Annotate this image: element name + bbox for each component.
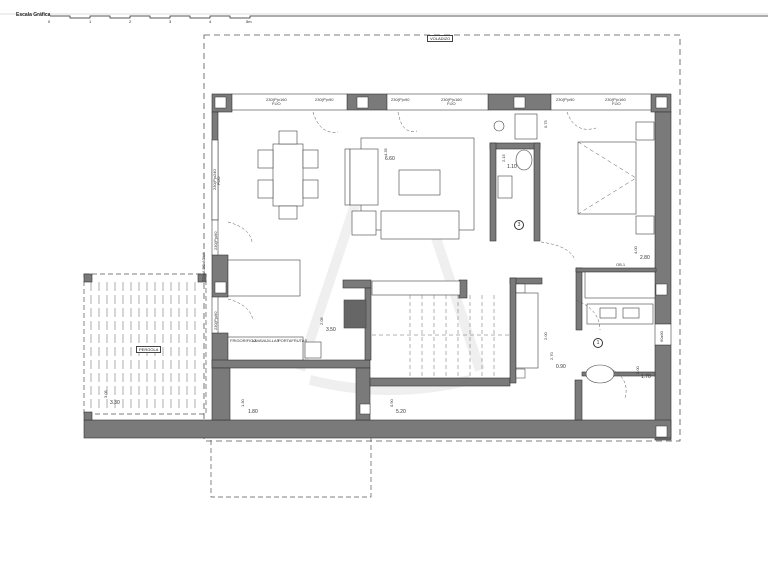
scale-tick: 4: [209, 19, 212, 24]
door-swings: [227, 111, 627, 399]
dimension-shelf: 0.75: [543, 120, 548, 128]
window-label: 230(P)x160: [266, 97, 287, 102]
dimension-pergola-width: 3.30: [110, 400, 120, 406]
cabinet-label: PORTAFRUTAS: [278, 338, 308, 343]
window-label: 230(P)x90: [213, 311, 218, 330]
cabinet-label: FRIGORIFICO: [230, 338, 257, 343]
scale-bar: [50, 15, 768, 19]
furniture: [227, 113, 656, 384]
entry-dashed: [210, 436, 372, 498]
window-label: 60x90: [659, 331, 664, 342]
dimension-living-height: 4.35: [383, 148, 388, 156]
pergola-label: PERGOLA: [136, 346, 162, 353]
dimension-kitchen-width: 3.50: [326, 327, 336, 333]
dimension-pergola-height: 3.05: [103, 390, 108, 398]
scale-bar-title: Escala Gráfica: [16, 12, 51, 18]
scale-tick: 5m: [246, 19, 252, 24]
pillars: [214, 96, 668, 438]
dimension-storage1-height: 1.30: [240, 399, 245, 407]
dimension-storage1-width: 1.80: [248, 409, 258, 415]
room-marker-bath1: 1: [593, 338, 603, 348]
pergola-outline: [83, 273, 207, 415]
stairs: [372, 295, 510, 377]
dimension-bath3-height: 2.15: [501, 154, 506, 162]
dimension-bath1-height: 3.00: [635, 366, 640, 374]
scale-tick: 2: [129, 19, 132, 24]
room-marker-bath3: 3: [514, 220, 524, 230]
window-label: 230(P)x160: [605, 97, 626, 102]
wardrobe-label: OB.1: [616, 262, 626, 267]
dimension-corridor-height: 2.70: [549, 352, 554, 360]
dimension-closet: 2.00: [543, 332, 548, 340]
dimension-kitchen-height: 2.05: [319, 317, 324, 325]
window-label: FIJO: [272, 101, 281, 106]
water-tap-label: TOMA DE AGUA: [201, 251, 206, 282]
window-label: 230(P)x90: [315, 97, 334, 102]
cabinet-label: LAVAVAJILLAS: [252, 338, 280, 343]
scale-tick: 1: [89, 19, 92, 24]
window-label: FIJO: [612, 101, 621, 106]
dimension-corridor-width: 0.90: [556, 364, 566, 370]
overhang-label: VOLADIZO: [427, 35, 454, 42]
window-label: 230(P)x90: [213, 231, 218, 250]
dimension-storage2-width: 5.20: [396, 409, 406, 415]
dimension-storage2-height: 0.90: [389, 399, 394, 407]
window-label: 230(P)x90: [391, 97, 410, 102]
window-label: 230(P)x90: [556, 97, 575, 102]
dimension-living-width: 6.60: [385, 156, 395, 162]
windows: [211, 93, 672, 346]
dimension-bath3-width: 1.10: [507, 164, 517, 170]
dimension-bath1-width: 1.70: [641, 374, 651, 380]
dimension-bedroom-height: 4.00: [633, 246, 638, 254]
window-label: FIJO: [216, 176, 221, 185]
dimension-bedroom-width: 2.80: [640, 255, 650, 261]
window-label: FIJO: [447, 101, 456, 106]
scale-tick: 3: [169, 19, 172, 24]
window-label: 230(P)x160: [441, 97, 462, 102]
overhang-outline: [203, 34, 681, 442]
scale-tick: 0: [48, 19, 51, 24]
